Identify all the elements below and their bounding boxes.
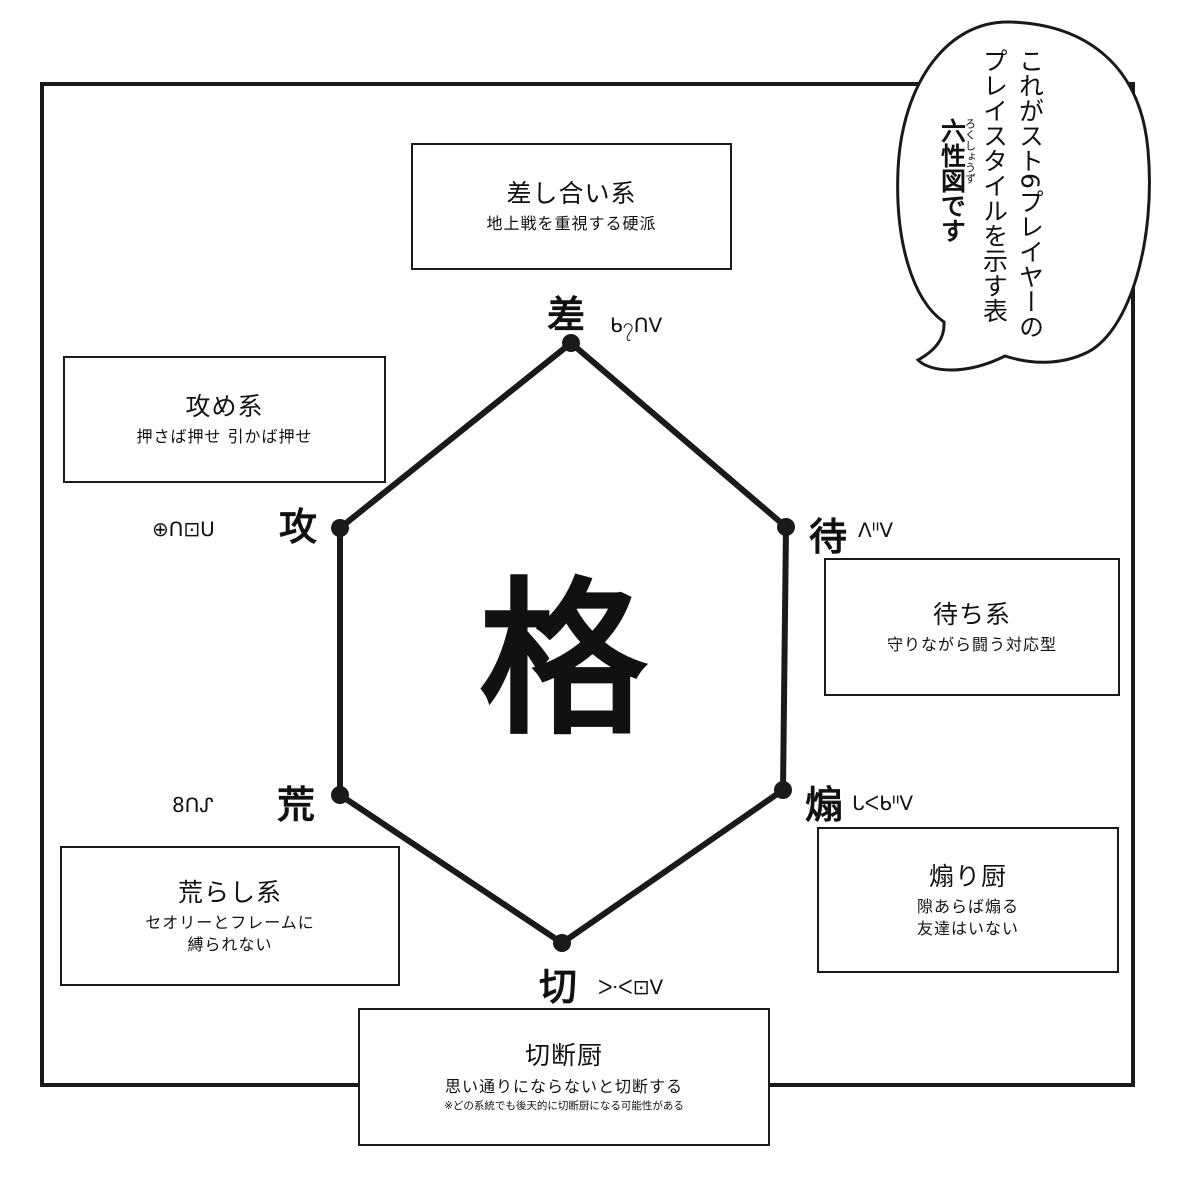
box-aori-desc-1: 隙あらば煽る xyxy=(916,897,1019,917)
box-aori: 煽り厨 隙あらば煽る 友達はいない xyxy=(817,827,1119,973)
vertex-are xyxy=(331,786,349,804)
axis-kanji-machi: 待 xyxy=(809,514,847,559)
bubble-line-1: これがスト6プレイヤーの xyxy=(1016,48,1045,339)
box-aori-title: 煽り厨 xyxy=(928,861,1007,891)
vertex-machi xyxy=(777,518,795,536)
vertex-sashi xyxy=(562,334,580,352)
box-setsu-title: 切断厨 xyxy=(524,1041,603,1071)
box-are: 荒らし系 セオリーとフレームに 縛られない xyxy=(60,846,400,986)
axis-glyph-setsu: ᑁᐸ⊡ᐯ xyxy=(598,975,663,999)
box-machi: 待ち系 守りながら闘う対応型 xyxy=(824,558,1120,696)
axis-kanji-setsu: 切 xyxy=(539,964,577,1009)
vertex-setsu xyxy=(553,934,571,952)
box-are-desc-2: 縛られない xyxy=(187,934,273,954)
axis-glyph-machi: ᐱᐦᐯ xyxy=(858,518,893,542)
box-setsu: 切断厨 思い通りにならないと切断する ※どの系統でも後天的に切断厨になる可能性が… xyxy=(358,1008,770,1146)
axis-kanji-sashi: 差 xyxy=(547,292,585,337)
speech-bubble xyxy=(896,20,1151,372)
box-are-title: 荒らし系 xyxy=(177,877,282,907)
bubble-ruby: ろくしょうず xyxy=(964,118,977,184)
axis-glyph-seme: ⊕ᑎ⊡ᑌ xyxy=(152,517,215,541)
box-sashi-desc: 地上戦を重視する硬派 xyxy=(486,214,657,234)
box-machi-title: 待ち系 xyxy=(932,599,1011,629)
box-setsu-desc: 思い通りにならないと切断する xyxy=(444,1076,683,1096)
bubble-text: これがスト6プレイヤーの プレイスタイルを示す表 ろくしょうず 六性図です xyxy=(938,48,1045,339)
box-seme: 攻め系 押さば押せ 引かば押せ xyxy=(63,356,386,483)
bubble-line-3: 六性図です xyxy=(938,118,967,243)
center-kanji: 格 xyxy=(479,560,648,758)
vertex-aori xyxy=(774,781,792,799)
axis-glyph-aori: ᒐᐸᑲᐦᐯ xyxy=(852,791,913,815)
vertex-seme xyxy=(331,519,349,537)
axis-glyph-are: 8ᑎᔑ xyxy=(172,793,214,817)
axis-glyph-sashi: ᑲ၇ᑎᐯ xyxy=(610,313,662,341)
box-aori-desc-2: 友達はいない xyxy=(916,918,1019,938)
box-are-desc-1: セオリーとフレームに xyxy=(145,913,315,933)
axis-kanji-aori: 煽 xyxy=(805,782,843,827)
axis-kanji-are: 荒 xyxy=(277,782,315,827)
box-sashi-title: 差し合い系 xyxy=(506,179,637,209)
box-seme-title: 攻め系 xyxy=(185,392,264,422)
box-seme-desc: 押さば押せ 引かば押せ xyxy=(136,427,313,447)
axis-kanji-seme: 攻 xyxy=(279,504,317,549)
bubble-line-2: プレイスタイルを示す表 xyxy=(980,48,1009,323)
box-sashi: 差し合い系 地上戦を重視する硬派 xyxy=(411,143,732,270)
box-setsu-note: ※どの系統でも後天的に切断厨になる可能性がある xyxy=(444,1100,684,1113)
box-machi-desc: 守りながら闘う対応型 xyxy=(886,634,1057,654)
